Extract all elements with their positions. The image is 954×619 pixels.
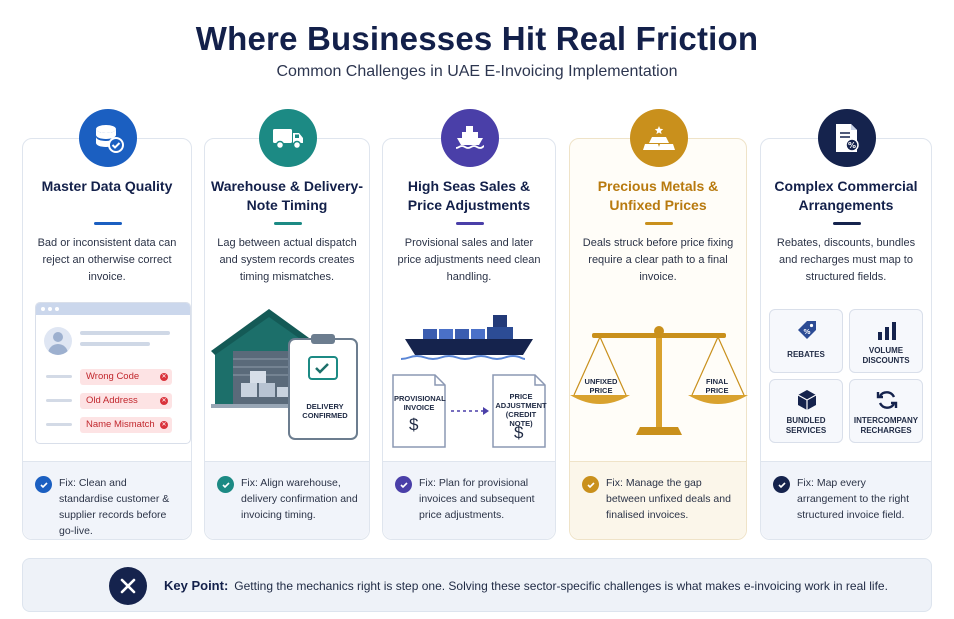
- tile-label: INTERCOMPANY RECHARGES: [853, 416, 919, 435]
- card-high-seas: High Seas Sales & Price Adjustments Prov…: [382, 109, 556, 540]
- tile-bundled-services: BUNDLED SERVICES: [769, 379, 843, 443]
- document-flow-illustration: [392, 374, 546, 448]
- error-pill: Old Address✕: [80, 393, 172, 409]
- fix-box: Fix: Align warehouse, delivery confirmat…: [205, 461, 369, 539]
- card-title: Warehouse & Delivery-Note Timing: [211, 178, 363, 213]
- error-x-icon: ✕: [160, 397, 168, 405]
- box-icon: [797, 390, 817, 410]
- fix-box: Fix: Manage the gap between unfixed deal…: [570, 461, 746, 539]
- truck-icon: [259, 109, 317, 167]
- delivery-confirmed-label: DELIVERY CONFIRMED: [302, 402, 348, 420]
- title-rule: [456, 222, 484, 225]
- database-check-icon: [79, 109, 137, 167]
- refresh-arrows-icon: [876, 391, 898, 409]
- fix-box: Fix: Plan for provisional invoices and s…: [383, 461, 555, 539]
- card-master-data: Master Data Quality Bad or inconsistent …: [22, 109, 192, 540]
- ship-icon: [441, 109, 499, 167]
- card-title: Master Data Quality: [41, 178, 173, 194]
- balance-scale-illustration: [570, 326, 748, 435]
- warehouse-illustration: [211, 309, 358, 440]
- key-point-text: Key Point: Getting the mechanics right is…: [164, 578, 888, 593]
- tag-percent-icon: %: [798, 321, 816, 339]
- tile-label: REBATES: [787, 350, 825, 359]
- tile-label: VOLUME DISCOUNTS: [862, 346, 910, 365]
- avatar-icon: [44, 327, 72, 355]
- card-title: Complex Commercial Arrangements: [774, 178, 918, 213]
- page-title: Where Businesses Hit Real Friction: [195, 20, 759, 57]
- error-x-icon: ✕: [160, 373, 168, 381]
- document-percent-icon: %: [818, 109, 876, 167]
- card-description: Deals struck before price fixing require…: [582, 237, 734, 283]
- gold-bars-icon: [630, 109, 688, 167]
- bar-chart-icon: [878, 322, 896, 340]
- key-point-label: Key Point:: [164, 578, 229, 593]
- title-rule: [645, 222, 673, 225]
- fix-box: Fix: Clean and standardise customer & su…: [23, 461, 191, 539]
- card-description: Lag between actual dispatch and system r…: [217, 237, 357, 283]
- record-window-illustration: Wrong Code✕ Old Address✕ Name Mismatch✕: [35, 302, 191, 444]
- error-pill: Wrong Code✕: [80, 369, 172, 385]
- unfixed-price-label: UNFIXED PRICE: [584, 377, 618, 395]
- tile-label: BUNDLED SERVICES: [785, 416, 827, 435]
- fix-text: Fix: Plan for provisional invoices and s…: [419, 477, 535, 521]
- card-precious-metals: Precious Metals & Unfixed Prices Deals s…: [569, 109, 748, 540]
- tile-intercompany-recharges: INTERCOMPANY RECHARGES: [849, 379, 923, 443]
- card-description: Rebates, discounts, bundles and recharge…: [776, 237, 916, 283]
- error-x-icon: ✕: [160, 421, 168, 429]
- card-description: Bad or inconsistent data can reject an o…: [37, 237, 177, 283]
- dollar-icon: $: [514, 423, 524, 442]
- price-adjustment-label: PRICE ADJUSTMENT (CREDIT NOTE): [495, 392, 547, 428]
- fix-text: Fix: Map every arrangement to the right …: [797, 477, 910, 521]
- provisional-invoice-label: PROVISIONAL INVOICE: [394, 394, 446, 412]
- card-description: Provisional sales and later price adjust…: [397, 237, 541, 283]
- check-icon: [35, 476, 52, 493]
- card-title: Precious Metals & Unfixed Prices: [597, 178, 719, 213]
- card-title: High Seas Sales & Price Adjustments: [407, 178, 531, 213]
- card-warehouse-timing: Warehouse & Delivery-Note Timing Lag bet…: [204, 109, 370, 540]
- check-icon: [395, 476, 412, 493]
- final-price-label: FINAL PRICE: [705, 377, 729, 395]
- close-x-icon: [109, 567, 147, 605]
- dollar-icon: $: [409, 415, 419, 434]
- title-rule: [833, 222, 861, 225]
- page-subtitle: Common Challenges in UAE E-Invoicing Imp…: [276, 63, 678, 80]
- svg-text:%: %: [803, 328, 810, 336]
- cargo-ship-illustration: [401, 315, 533, 361]
- error-pill: Name Mismatch✕: [80, 417, 172, 433]
- key-point-banner: Key Point: Getting the mechanics right is…: [22, 558, 932, 612]
- check-icon: [773, 476, 790, 493]
- title-rule: [94, 222, 122, 225]
- fix-text: Fix: Align warehouse, delivery confirmat…: [241, 477, 358, 521]
- check-icon: [217, 476, 234, 493]
- key-point-body: Getting the mechanics right is step one.…: [234, 579, 888, 593]
- fix-box: Fix: Map every arrangement to the right …: [761, 461, 931, 539]
- svg-text:%: %: [848, 141, 856, 150]
- tile-volume-discounts: VOLUME DISCOUNTS: [849, 309, 923, 373]
- check-icon: [582, 476, 599, 493]
- tile-rebates: % REBATES: [769, 309, 843, 373]
- card-commercial-arrangements: % Complex Commercial Arrangements Rebate…: [760, 109, 932, 540]
- fix-text: Fix: Manage the gap between unfixed deal…: [606, 477, 731, 521]
- fix-text: Fix: Clean and standardise customer & su…: [59, 477, 170, 537]
- title-rule: [274, 222, 302, 225]
